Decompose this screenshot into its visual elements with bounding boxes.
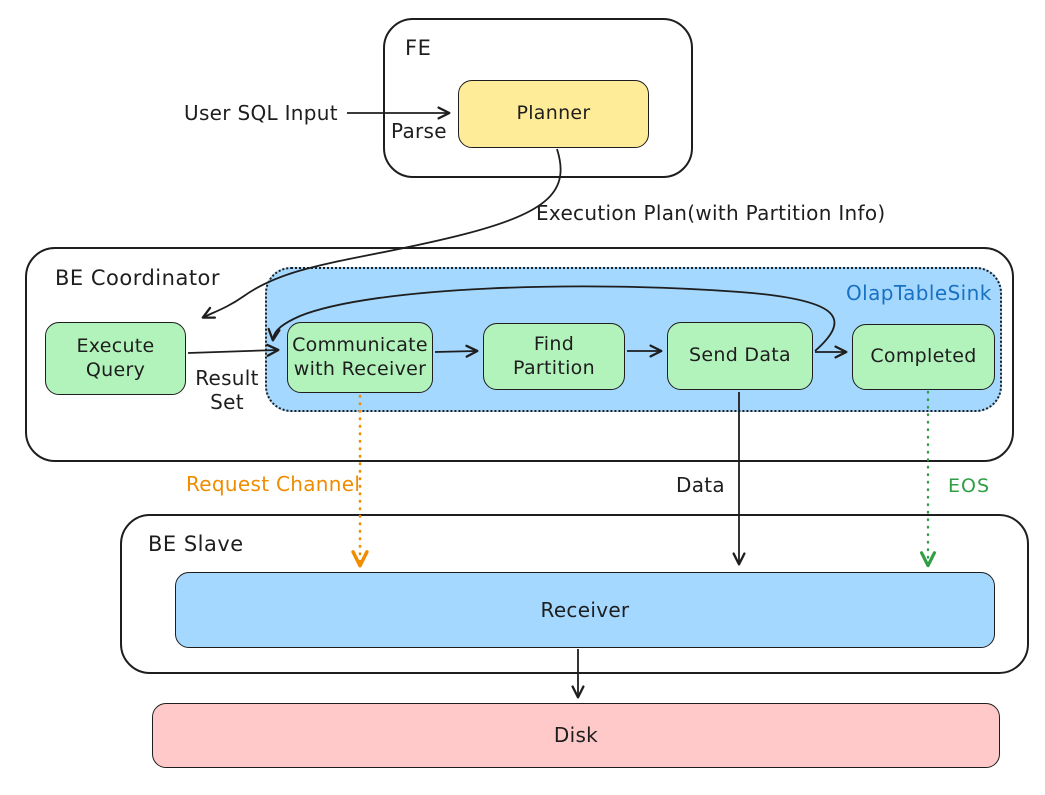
completed-label: Completed [870, 345, 977, 368]
receiver-label: Receiver [540, 597, 630, 622]
user-sql-input-label: User SQL Input [184, 101, 338, 125]
result-set-label: Result Set [195, 366, 259, 414]
find-partition-label: Find Partition [513, 332, 595, 379]
parse-label: Parse [391, 119, 447, 143]
execution-plan-label: Execution Plan(with Partition Info) [536, 201, 886, 225]
send-data-label: Send Data [689, 344, 791, 367]
eos-label: EOS [948, 475, 991, 497]
planner-label: Planner [516, 102, 591, 125]
be-slave-container [120, 514, 1029, 674]
execute-query-node: Execute Query [45, 322, 186, 395]
request-channel-label: Request Channel [186, 472, 361, 496]
data-label: Data [676, 473, 725, 497]
send-data-node: Send Data [667, 322, 813, 390]
receiver-node: Receiver [175, 572, 995, 648]
olap-table-sink-label: OlapTableSink [846, 281, 992, 305]
fe-label: FE [405, 36, 432, 60]
communicate-with-receiver-node: Communicate with Receiver [287, 322, 433, 393]
disk-node: Disk [152, 703, 1000, 768]
execute-query-label: Execute Query [76, 334, 155, 381]
be-coordinator-label: BE Coordinator [55, 266, 221, 290]
completed-node: Completed [852, 324, 995, 390]
communicate-with-receiver-label: Communicate with Receiver [292, 333, 428, 380]
find-partition-node: Find Partition [483, 323, 625, 390]
planner-node: Planner [458, 80, 649, 148]
be-slave-label: BE Slave [148, 532, 244, 556]
disk-label: Disk [553, 723, 599, 747]
